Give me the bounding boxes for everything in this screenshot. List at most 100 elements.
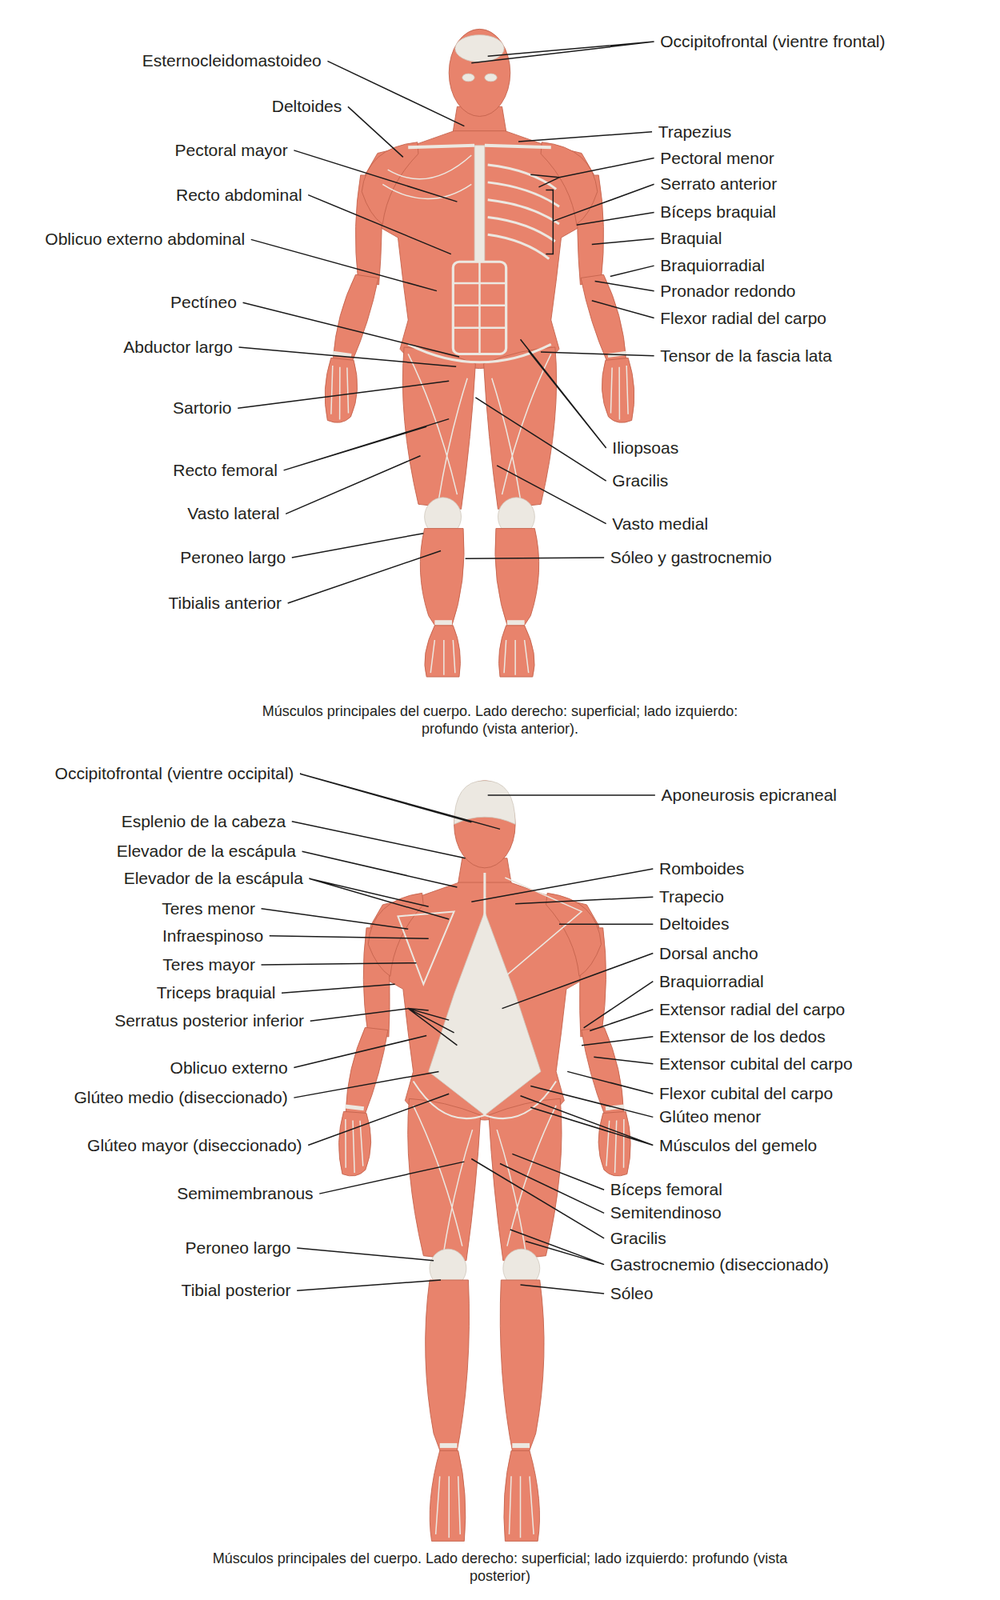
muscle-label: Extensor de los dedos [659,1027,826,1047]
leader-line [293,1036,427,1068]
leader-line [237,380,449,408]
leader-line [512,1153,604,1190]
muscle-label: Pronador redondo [660,281,796,301]
eye [462,73,475,82]
lower-leg [500,1280,544,1541]
muscle-label: Recto abdominal [176,185,303,205]
leader-line [475,397,606,481]
muscle-label: Braquiorradial [659,972,764,992]
muscle-label: Triceps braquial [156,983,276,1003]
muscle-label: Tensor de la fascia lata [660,346,832,366]
lower-leg [420,528,464,677]
muscle-label: Aponeurosis epicraneal [661,785,837,805]
muscle-label: Esplenio de la cabeza [121,812,286,832]
muscle-label: Iliopsoas [612,438,679,458]
muscle-label: Bíceps braquial [660,202,776,222]
leader-line [471,868,653,902]
thigh [488,1098,562,1288]
muscle-label: Pectíneo [170,292,237,312]
leader-line [308,195,452,255]
sternum [474,145,485,262]
leader-line [567,1071,653,1094]
muscle-label: Gastrocnemio (diseccionado) [610,1255,829,1275]
leader-line [293,1071,439,1098]
leader-line [327,60,464,126]
trapezius-edge [484,877,582,994]
muscle-label: Flexor radial del carpo [660,308,827,328]
forehead [455,35,504,63]
muscle-label: Sartorio [172,398,232,418]
leader-line [288,550,441,603]
leader-line [238,347,456,367]
muscle-label: Gracilis [610,1228,667,1248]
leader-line [292,533,424,558]
muscle-label: Peroneo largo [185,1238,292,1258]
leader-line [552,184,654,221]
muscle-label: Flexor cubital del carpo [659,1084,833,1104]
muscle-label: Deltoides [659,914,730,934]
leader-line [593,1056,653,1064]
muscle-label: Pectoral mayor [174,140,288,160]
eye [484,73,497,82]
bracket [545,190,553,255]
leader-line [592,238,655,244]
scapula [397,911,454,984]
muscle-label: Occipitofrontal (vientre frontal) [660,32,885,52]
muscle-label: Vasto medial [612,514,708,534]
muscle-label: Braquiorradial [660,256,765,276]
epicranial-aponeurosis [454,780,516,825]
muscle-label: Braquial [660,228,722,248]
abdominal-sheath [452,261,506,354]
muscle-label: Glúteo medio (diseccionado) [73,1088,288,1108]
leader-line [530,1086,653,1118]
torso [365,28,595,368]
muscle-label: Elevador de la escápula [116,841,296,861]
muscle-label: Bíceps femoral [610,1180,723,1200]
muscle-label: Semitendinoso [610,1203,722,1223]
leader-line [261,908,409,929]
leader-line [308,1093,449,1145]
leader-line [610,265,655,276]
leader-line [281,984,396,993]
muscle-label: Extensor radial del carpo [659,1000,845,1020]
leader-line [496,465,606,524]
leader-line [471,1158,604,1238]
thigh [402,347,476,536]
muscle-label: Oblicuo externo [170,1058,288,1078]
muscle-label: Serratus posterior inferior [114,1011,304,1031]
leader-line [500,1164,604,1214]
leader-line [581,1036,653,1046]
muscle-label: Glúteo menor [659,1107,761,1127]
muscle-label: Dorsal ancho [659,944,759,964]
lower-leg [425,1280,470,1541]
muscle-label: Glúteo mayor (diseccionado) [87,1136,302,1156]
muscle-label: Trapecio [659,887,724,907]
muscle-label: Sóleo [610,1284,654,1304]
leader-line [285,456,420,515]
muscle-label: Occipitofrontal (vientre occipital) [55,764,295,784]
muscle-label: Músculos del gemelo [659,1136,817,1156]
leader-line [530,158,654,188]
muscle-label: Trapezius [658,122,732,142]
leader-line [559,923,653,925]
muscle-label: Esternocleidomastoideo [142,51,322,71]
leader-line [488,794,656,796]
muscle-label: Serrato anterior [660,174,777,194]
abdominal-lines [452,261,506,354]
clavicle [408,145,552,148]
leader-line [592,300,655,319]
leader-lines [237,41,656,1294]
leader-line [293,150,457,202]
leader-line [576,212,655,225]
muscle-label: Recto femoral [172,460,278,480]
leader-line [319,1161,464,1194]
leader-line [243,302,460,357]
muscle-label: Infraespinoso [162,926,264,946]
leader-line [595,281,655,292]
leader-line [348,106,404,157]
muscle-label: Elevador de la escápula [124,868,304,888]
leader-line [269,936,429,940]
leader-line [261,963,417,965]
figure-caption: Músculos principales del cuerpo. Lado de… [212,1549,788,1585]
